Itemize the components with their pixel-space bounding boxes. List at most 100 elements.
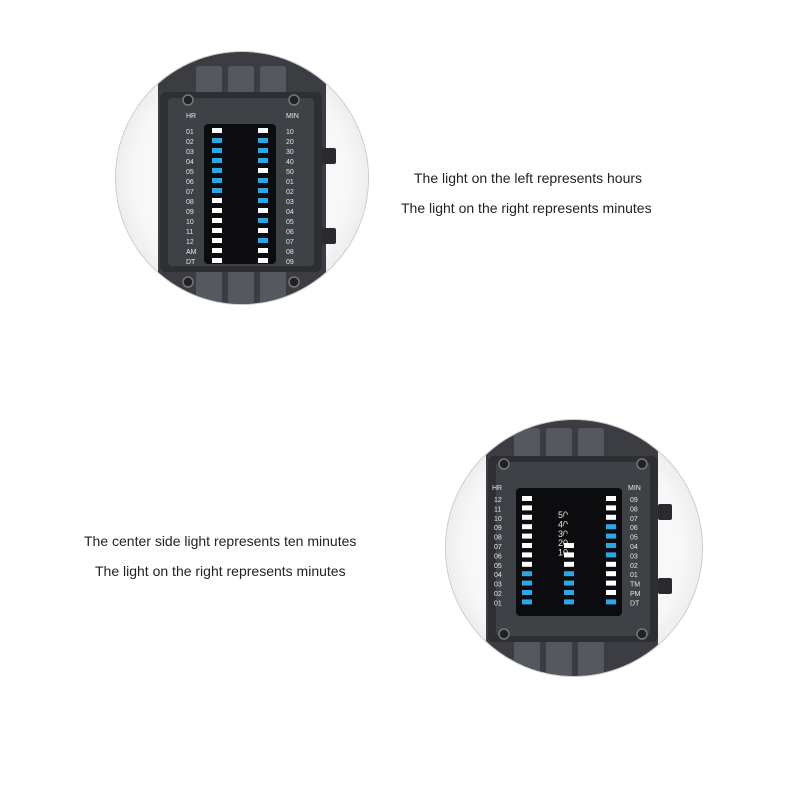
watch2-hour-label: 01 (494, 600, 502, 607)
watch1-minute-led (258, 228, 268, 233)
watch1-hour-led (212, 168, 222, 173)
watch1-minute-label: 40 (286, 159, 294, 166)
watch2-hour-led (522, 496, 532, 501)
watch1-minute-led (258, 188, 268, 193)
watch2-hour-label: 03 (494, 582, 502, 589)
watch1-hour-led (212, 158, 222, 163)
watch1-minute-label: 03 (286, 199, 294, 206)
watch1-minute-label: 07 (286, 239, 294, 246)
watch1-hour-label: AM (186, 249, 197, 256)
watch2-minute-label: 01 (630, 572, 638, 579)
watch2-hour-label: 11 (494, 506, 501, 513)
watch1-min-header: MIN (286, 113, 299, 120)
watch2-ten-minute-label: 30 (558, 529, 568, 539)
watch1-hour-led (212, 188, 222, 193)
watch1-minute-led (258, 238, 268, 243)
watch1-hour-led (212, 258, 222, 263)
watch2-minute-label: 02 (630, 563, 638, 570)
watch1-hour-label: 11 (186, 229, 193, 236)
watch2-ten-minute-led (564, 514, 574, 520)
watch1-minute-led (258, 128, 268, 133)
watch1-hour-label: 09 (186, 209, 194, 216)
watch2-hr-header: HR (492, 485, 502, 492)
watch2-minute-label: 09 (630, 497, 638, 504)
watch2-minute-led (606, 561, 616, 567)
watch1-hour-label: 05 (186, 169, 194, 176)
watch2-ten-minute-label: 20 (558, 538, 568, 548)
watch2-ten-minute-led (564, 496, 574, 501)
watch2-minute-label: TM (630, 582, 640, 589)
watch2-hour-led (522, 561, 532, 567)
watch2-ten-minute-led (564, 571, 574, 577)
watch2-hour-label: 08 (494, 535, 502, 542)
watch2-screen (516, 488, 622, 616)
watch2-ten-minute-led (564, 561, 574, 567)
watch2-ten-minute-led (564, 552, 574, 558)
watch2-hour-led (522, 533, 532, 539)
caption-center-light-ten-minutes: The center side light represents ten min… (84, 533, 357, 549)
watch1-hour-label: DT (186, 259, 196, 266)
watch2-hour-label: 05 (494, 563, 502, 570)
watch1-minute-label: 20 (286, 139, 294, 146)
watch2-minute-label: 07 (630, 516, 638, 523)
watch2-minute-led (606, 590, 616, 595)
watch2-hour-led (522, 571, 532, 577)
watch2-minute-led (606, 505, 616, 511)
watch2-minute-label: 08 (630, 506, 638, 513)
watch1-minute-led (258, 258, 268, 263)
watch2-ten-minute-led (564, 599, 574, 605)
watch2-minute-led (606, 599, 616, 605)
watch1-hour-led (212, 138, 222, 143)
watch1-minute-led (258, 178, 268, 183)
watch1-hour-label: 06 (186, 179, 194, 186)
watch1-minute-label: 50 (286, 169, 294, 176)
watch2-hour-led (522, 552, 532, 558)
watch2-minute-led (606, 533, 616, 539)
watch2-ten-minute-led (564, 543, 574, 548)
watch2-minute-label: 06 (630, 525, 638, 532)
watch2-hour-led (522, 543, 532, 548)
watch2-minute-label: 03 (630, 553, 638, 560)
watch1-minute-label: 01 (286, 179, 294, 186)
watch1-hour-led (212, 208, 222, 213)
caption-left-light-hours: The light on the left represents hours (414, 170, 643, 186)
watch2-ten-minute-led (564, 580, 574, 586)
watch1-hour-label: 08 (186, 199, 194, 206)
watch2-hour-label: 09 (494, 525, 502, 532)
watch2-minute-label: PM (630, 591, 641, 598)
watch1-hour-label: 02 (186, 139, 194, 146)
watch1-minute-label: 10 (286, 129, 294, 136)
watch1-minute-led (258, 198, 268, 203)
watch2-hour-label: 07 (494, 544, 502, 551)
watch2-hour-label: 12 (494, 497, 502, 504)
watch2-ten-minute-label: 50 (558, 510, 568, 520)
watch2-hour-led (522, 590, 532, 595)
watch2-minute-led (606, 580, 616, 586)
watch1-hour-label: 12 (186, 239, 194, 246)
watch1-minute-label: 09 (286, 259, 294, 266)
watch1-hour-label: 04 (186, 159, 194, 166)
watch1-minute-label: 06 (286, 229, 294, 236)
watch2-ten-minute-led (564, 590, 574, 595)
watch1-hour-led (212, 238, 222, 243)
watch2-ten-minute-led (564, 524, 574, 530)
watch1-hour-led (212, 148, 222, 153)
watch1-minute-label: 04 (286, 209, 294, 216)
watch1-minute-led (258, 148, 268, 153)
watch2-minute-label: DT (630, 600, 640, 607)
watch1-minute-led (258, 248, 268, 253)
watch1-hr-header: HR (186, 113, 196, 120)
watch1-hour-led (212, 198, 222, 203)
watch1-minute-label: 02 (286, 189, 294, 196)
watch2-minute-led (606, 552, 616, 558)
watch2-hour-led (522, 580, 532, 586)
caption-right-light-minutes: The light on the right represents minute… (401, 200, 652, 216)
watch2-hour-led (522, 599, 532, 605)
watch2-hour-led (522, 524, 532, 530)
watch1-hour-label: 03 (186, 149, 194, 156)
caption-right-light-minutes-2: The light on the right represents minute… (95, 563, 346, 579)
watch1-hour-led (212, 248, 222, 253)
